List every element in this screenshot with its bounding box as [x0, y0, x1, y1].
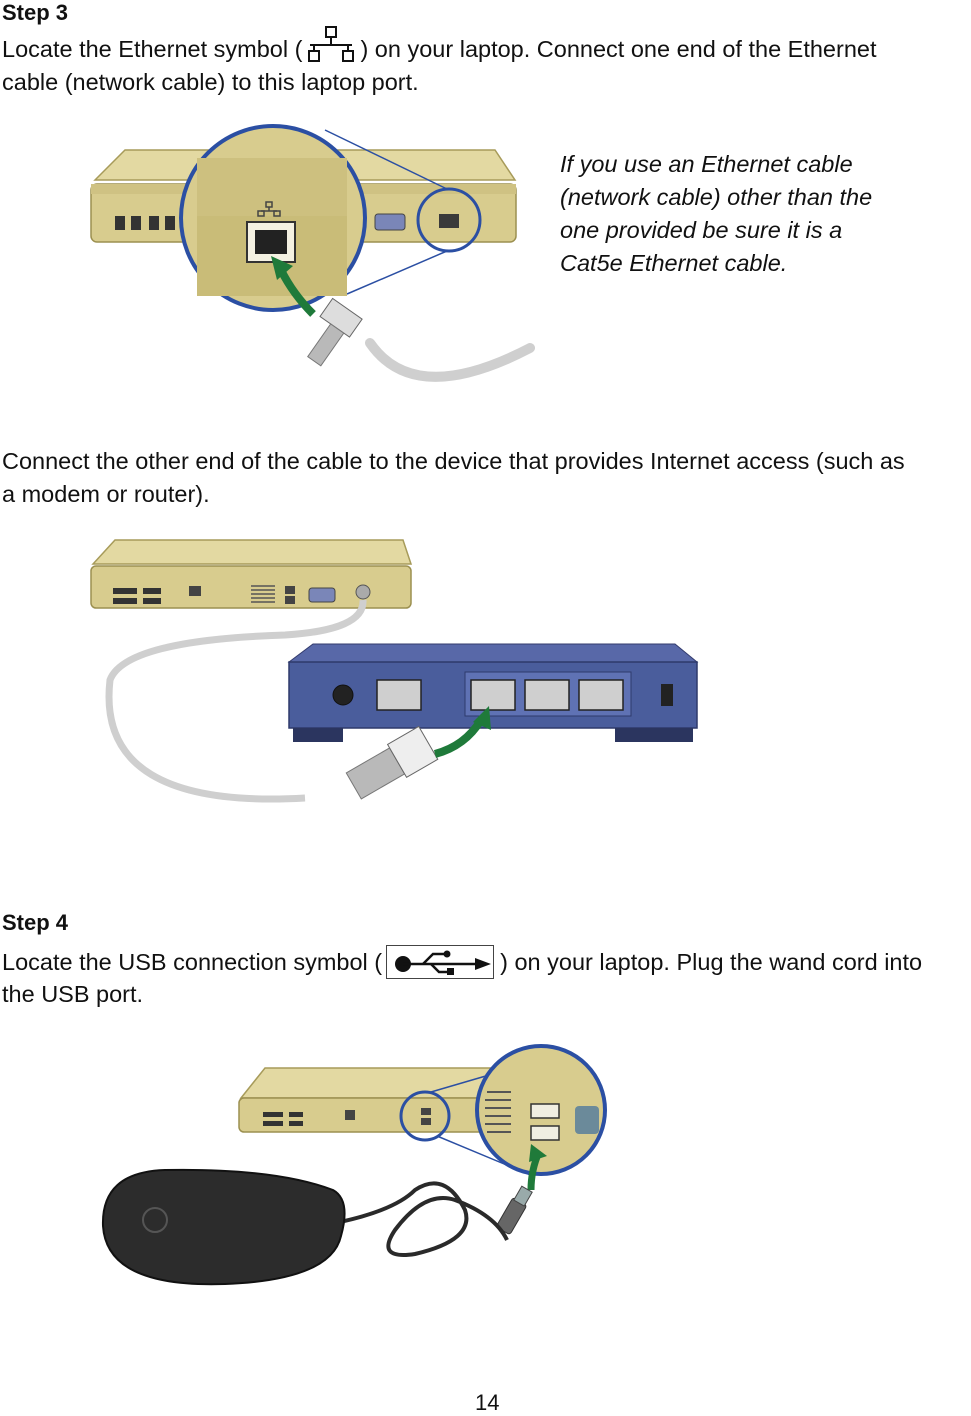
step4-instruction-line1: Locate the USB connection symbol ( ) on … — [2, 945, 922, 983]
cable-plug — [345, 725, 439, 800]
wand-device — [101, 1168, 346, 1286]
zoom-circle-small — [399, 1090, 451, 1142]
cable-note-line: (network cable) other than the — [560, 184, 873, 210]
laptop-ethernet-plugged — [355, 584, 371, 600]
zoom-vent — [485, 1091, 511, 1133]
usb-icon — [395, 950, 492, 975]
zoom-port-label — [257, 201, 281, 217]
usb-port — [421, 1118, 431, 1125]
zoom-circle-small — [416, 187, 482, 253]
page-number: 14 — [475, 1390, 500, 1415]
laptop-vents — [115, 216, 175, 230]
step4-text-after-icon: ) on your laptop. Plug the wand cord int… — [500, 949, 923, 976]
router-switch — [661, 684, 673, 706]
step4-heading: Step 4 — [2, 910, 69, 935]
laptop-router-illustration — [90, 539, 699, 803]
ethernet-icon — [308, 25, 355, 62]
cable-note-line: one provided be sure it is a — [560, 217, 843, 243]
laptop-ethernet-illustration — [90, 124, 535, 382]
zoom-usb-port — [530, 1125, 560, 1141]
connect-line1: Connect the other end of the cable to th… — [2, 448, 905, 474]
zoom-ethernet-port — [246, 221, 296, 263]
cable-note-line: If you use an Ethernet cable — [560, 151, 853, 177]
router-lan-ports — [470, 679, 624, 711]
router-wan-port — [376, 679, 422, 711]
usb-port — [285, 586, 295, 594]
usb-icon-box — [386, 945, 495, 979]
wand-logo — [142, 1207, 168, 1233]
router-power-jack — [332, 684, 354, 706]
step4-instruction-line2: the USB port. — [2, 981, 144, 1007]
step3-heading: Step 3 — [2, 0, 69, 25]
step3-instruction-line1: Locate the Ethernet symbol ( ) on your l… — [2, 25, 877, 66]
cable-note-line: Cat5e Ethernet cable. — [560, 250, 788, 276]
wand-cord — [339, 1181, 509, 1257]
laptop-lid — [239, 1067, 517, 1099]
vga-port — [374, 213, 406, 231]
zoom-usb-port — [530, 1103, 560, 1119]
power-jack — [189, 586, 201, 596]
usb-port — [421, 1108, 431, 1115]
power-jack — [345, 1110, 355, 1120]
step3-instruction-line2: cable (network cable) to this laptop por… — [2, 69, 419, 95]
laptop-ethernet-port — [439, 214, 459, 228]
usb-port — [285, 596, 295, 604]
usb-plug — [496, 1185, 533, 1235]
step4-text-before-icon: Locate the USB connection symbol ( — [2, 949, 383, 976]
laptop-vent-grille — [251, 585, 275, 603]
laptop-lid — [91, 539, 413, 565]
zoom-serial-port — [575, 1106, 599, 1134]
ethernet-cable — [105, 599, 367, 803]
ethernet-cable — [365, 338, 535, 382]
cable-plug — [307, 297, 363, 367]
step3-text-after-icon: ) on your laptop. Connect one end of the… — [360, 36, 877, 62]
wand-usb-illustration — [101, 1044, 607, 1286]
router-top — [287, 643, 699, 663]
cable-note: If you use an Ethernet cable (network ca… — [560, 148, 872, 280]
vga-port — [308, 587, 336, 603]
step3-text-before-icon: Locate the Ethernet symbol ( — [2, 36, 303, 62]
connect-line2: a modem or router). — [2, 481, 210, 507]
